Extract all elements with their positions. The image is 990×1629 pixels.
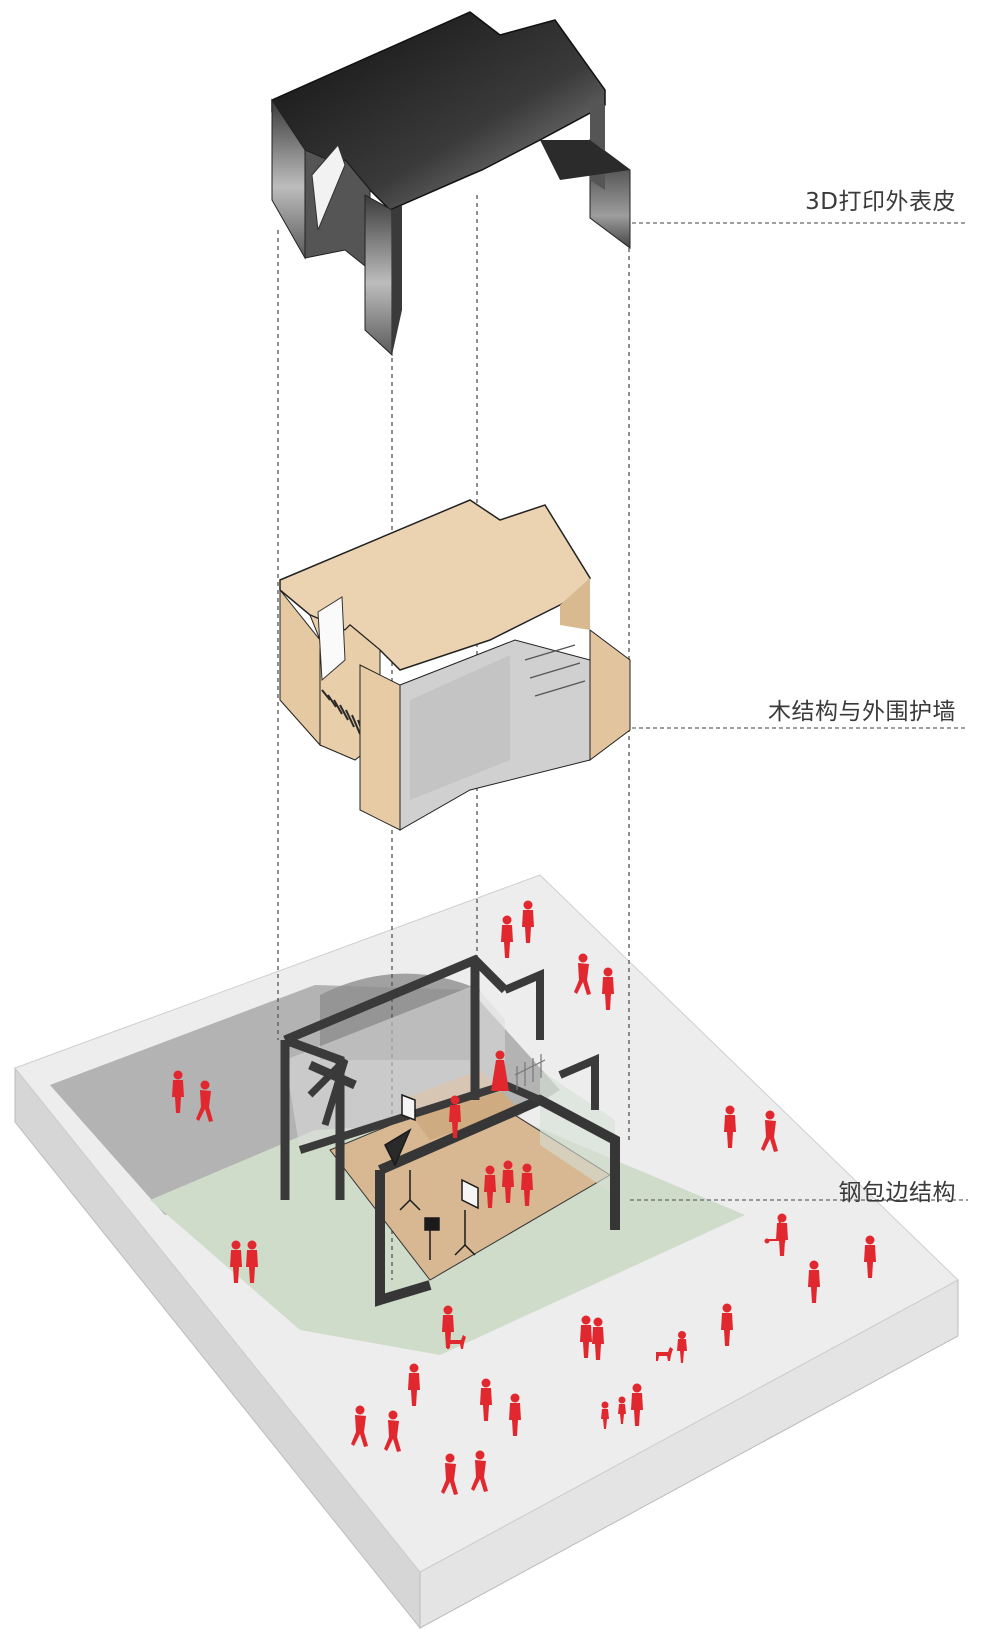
glass-panel-right xyxy=(540,1070,615,1195)
person-figure-icon xyxy=(230,1240,242,1283)
label-leaders xyxy=(630,222,968,1201)
person-figure-icon xyxy=(602,967,614,1010)
steel-frame-zigzag xyxy=(307,1057,349,1127)
person-figure-icon xyxy=(864,1235,876,1278)
steel-frame-right-top xyxy=(503,968,599,1110)
label-wood-structure: 木结构与外围护墙 xyxy=(768,699,956,725)
steel-frame-back xyxy=(280,954,509,1200)
person-figure-icon xyxy=(408,1363,420,1406)
person-figure-icon xyxy=(509,1393,521,1436)
person-figure-icon xyxy=(724,1105,736,1148)
wood-structure-module xyxy=(279,499,631,831)
person-figure-icon xyxy=(592,1317,604,1360)
wood-window-left xyxy=(317,596,346,682)
person-figure-icon xyxy=(442,1305,454,1348)
person-figure-icon xyxy=(384,1410,401,1452)
dog-figure-icon xyxy=(656,1347,673,1361)
monitor xyxy=(424,1217,440,1231)
person-figure-icon xyxy=(580,1315,592,1358)
person-figure-icon xyxy=(484,1165,496,1208)
wood-interior-wall xyxy=(410,655,510,800)
railing xyxy=(514,1054,546,1090)
wood-shelves xyxy=(524,644,586,697)
person-figure-icon xyxy=(522,900,534,943)
skin-opening xyxy=(311,144,346,231)
person-figure-icon xyxy=(351,1405,368,1447)
person-figure-icon xyxy=(501,915,513,958)
skin-front-leg-side xyxy=(392,205,402,355)
wood-wall-right-top xyxy=(560,578,590,630)
person-figure-icon xyxy=(601,1401,609,1429)
person-figure-icon xyxy=(196,1080,213,1122)
label-printed-skin: 3D打印外表皮 xyxy=(805,189,956,215)
person-figure-icon xyxy=(631,1383,643,1426)
person-figure-icon xyxy=(502,1160,514,1203)
person-figure-icon xyxy=(618,1396,626,1424)
wood-wall-right xyxy=(589,629,631,761)
person-figure-icon xyxy=(491,1050,509,1091)
ground-slab xyxy=(14,874,959,1629)
wood-front-leg xyxy=(359,664,401,831)
person-figure-icon xyxy=(480,1378,492,1421)
softbox-1 xyxy=(401,1093,416,1122)
people-figures xyxy=(172,900,876,1495)
steel-frame-module xyxy=(280,954,620,1307)
steel-frame-front xyxy=(375,1094,620,1307)
person-figure-icon xyxy=(721,1303,733,1346)
person-figure-icon xyxy=(246,1240,258,1283)
scooter-icon xyxy=(764,1217,786,1244)
person-figure-icon xyxy=(808,1260,820,1303)
person-figure-icon xyxy=(471,1450,488,1492)
person-figure-icon xyxy=(574,953,591,995)
skin-front-leg xyxy=(364,194,393,357)
dog-figure-icon xyxy=(447,1335,466,1349)
skin-inner-soffit xyxy=(540,140,630,180)
person-figure-icon xyxy=(172,1070,184,1113)
person-figure-icon xyxy=(677,1331,687,1363)
person-figure-icon xyxy=(761,1110,778,1152)
label-steel-frame: 钢包边结构 xyxy=(838,1180,956,1206)
person-figure-icon xyxy=(441,1453,458,1495)
person-figure-icon xyxy=(521,1163,533,1206)
person-figure-icon xyxy=(449,1095,461,1138)
softbox-2 xyxy=(461,1178,479,1210)
studio-equipment xyxy=(384,1093,479,1260)
printed-skin-module xyxy=(271,11,631,357)
